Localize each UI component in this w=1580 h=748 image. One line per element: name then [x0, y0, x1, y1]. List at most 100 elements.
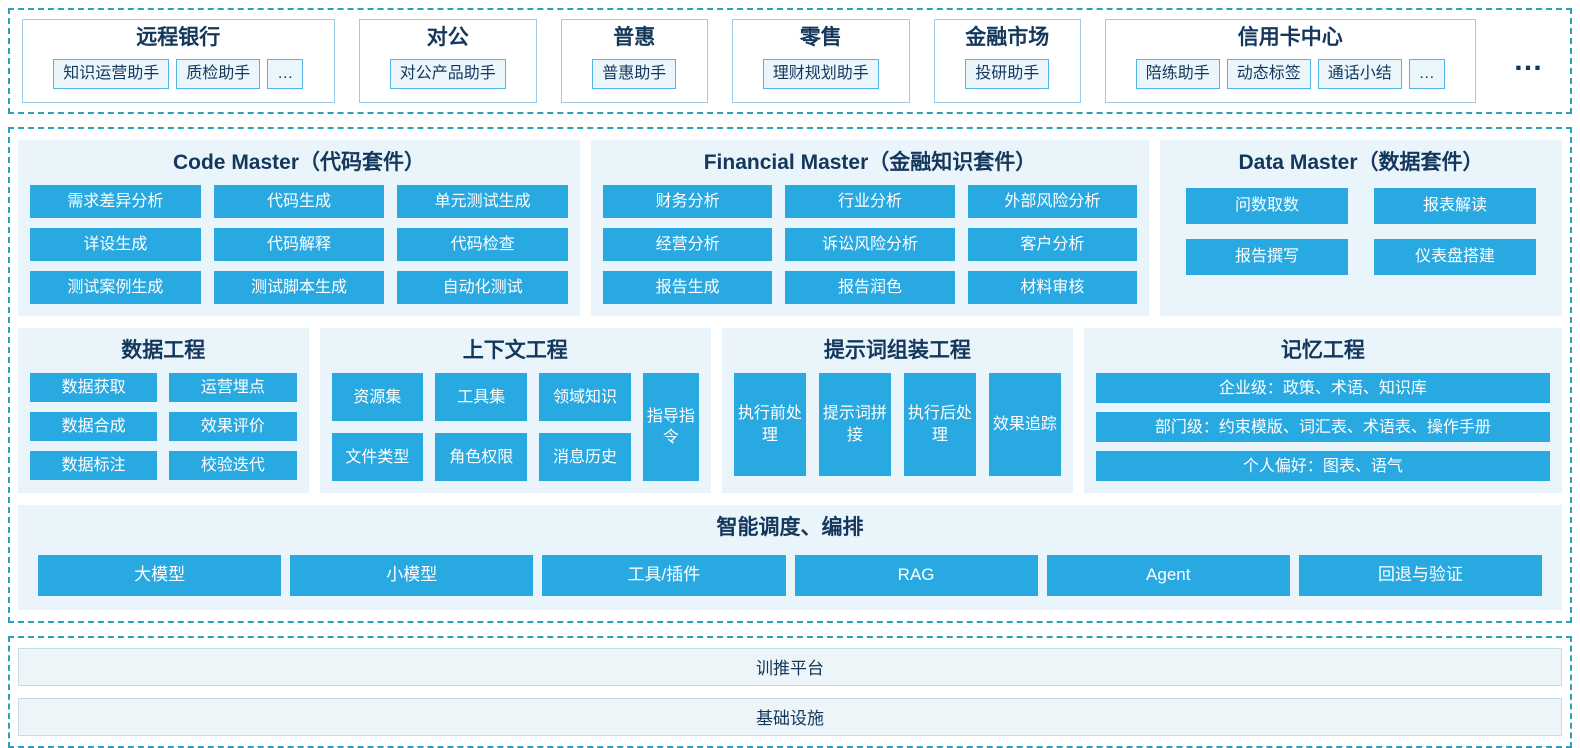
capability-tile-tall: 执行前处理	[733, 373, 806, 477]
assistant-chip: 质检助手	[176, 59, 261, 90]
unit-credit-card-center: 信用卡中心 陪练助手 动态标签 通话小结 …	[1104, 19, 1477, 103]
panel-title: 上下文工程	[462, 339, 568, 363]
capability-tile: 代码生成	[213, 185, 385, 219]
capability-tile: 材料审核	[967, 271, 1137, 305]
panel-title: 智能调度、编排	[716, 516, 864, 540]
capability-tile: 数据合成	[30, 412, 158, 442]
capability-tile: 效果评价	[169, 412, 297, 442]
capability-tile: 资源集	[331, 373, 424, 422]
capability-tile: 经营分析	[603, 228, 773, 262]
unit-title: 远程银行	[136, 26, 221, 49]
panel-financial-master: Financial Master（金融知识套件） 财务分析 行业分析 外部风险分…	[591, 140, 1149, 317]
chip-row: 陪练助手 动态标签 通话小结 …	[1135, 59, 1445, 90]
tile-grid: 执行前处理 提示词拼接 执行后处理 效果追踪	[733, 373, 1061, 481]
suites-row: Code Master（代码套件） 需求差异分析 代码生成 单元测试生成 详设生…	[18, 140, 1562, 317]
capability-tile: 报告撰写	[1186, 239, 1348, 276]
tile-grid: 问数取数 报表解读 报告撰写 仪表盘搭建	[1172, 185, 1550, 304]
business-units-section: 远程银行 知识运营助手 质检助手 … 对公 对公产品助手 普惠 普惠助手 零售 …	[8, 8, 1572, 114]
panel-data-master: Data Master（数据套件） 问数取数 报表解读 报告撰写 仪表盘搭建	[1160, 140, 1562, 317]
capability-tile: 测试脚本生成	[213, 271, 385, 305]
panel-title: 数据工程	[121, 339, 206, 363]
memory-level-bar: 部门级：约束模版、词汇表、术语表、操作手册	[1095, 412, 1550, 443]
assistant-chip: 普惠助手	[592, 59, 677, 90]
chip-row: 普惠助手	[592, 59, 677, 90]
architecture-diagram: 远程银行 知识运营助手 质检助手 … 对公 对公产品助手 普惠 普惠助手 零售 …	[8, 8, 1572, 748]
chip-row: 投研助手	[965, 59, 1050, 90]
panel-title: Data Master（数据套件）	[1238, 151, 1484, 174]
capability-tile: 消息历史	[539, 433, 631, 482]
capability-tile: 仪表盘搭建	[1374, 239, 1536, 276]
capability-tile: 代码解释	[213, 228, 385, 262]
unit-title: 对公	[426, 26, 469, 49]
orchestration-tile: RAG	[794, 554, 1038, 596]
ellipsis-chip: …	[267, 59, 304, 90]
orchestration-tile: 工具/插件	[542, 554, 786, 596]
capability-tile: 文件类型	[331, 433, 424, 482]
memory-level-bar: 企业级：政策、术语、知识库	[1095, 373, 1550, 404]
capability-tile: 报告润色	[785, 271, 955, 305]
panel-data-engineering: 数据工程 数据获取 运营埋点 数据合成 效果评价 数据标注 校验迭代	[18, 328, 309, 494]
capability-tile: 测试案例生成	[30, 271, 201, 305]
capability-tile: 需求差异分析	[30, 185, 201, 219]
unit-remote-banking: 远程银行 知识运营助手 质检助手 …	[22, 19, 335, 103]
more-units-ellipsis: …	[1513, 44, 1546, 77]
capability-tile: 校验迭代	[169, 451, 297, 481]
panel-title: Financial Master（金融知识套件）	[703, 151, 1037, 174]
unit-title: 普惠	[613, 26, 656, 49]
chip-row: 知识运营助手 质检助手 …	[53, 59, 304, 90]
assistant-chip: 陪练助手	[1135, 59, 1220, 90]
orchestration-tile: 大模型	[38, 554, 282, 596]
tile-grid: 数据获取 运营埋点 数据合成 效果评价 数据标注 校验迭代	[30, 373, 297, 481]
chip-row: 理财规划助手	[762, 59, 879, 90]
unit-inclusive-finance: 普惠 普惠助手	[561, 19, 708, 103]
capability-tile-tall: 执行后处理	[903, 373, 976, 477]
unit-title: 金融市场	[965, 26, 1050, 49]
training-inference-platform-bar: 训推平台	[18, 647, 1562, 686]
memory-level-bar: 个人偏好：图表、语气	[1095, 451, 1550, 482]
capability-tile: 单元测试生成	[397, 185, 568, 219]
capability-tile: 数据标注	[30, 451, 158, 481]
platform-section: 训推平台 基础设施	[8, 635, 1572, 748]
assistant-chip: 投研助手	[965, 59, 1050, 90]
panel-title: 记忆工程	[1280, 339, 1365, 363]
panel-prompt-assembly-engineering: 提示词组装工程 执行前处理 提示词拼接 执行后处理 效果追踪	[721, 328, 1073, 494]
capability-tile: 行业分析	[785, 185, 955, 219]
orchestration-tile: 小模型	[290, 554, 534, 596]
assistant-chip: 通话小结	[1317, 59, 1402, 90]
capability-tile: 财务分析	[603, 185, 773, 219]
tile-grid: 大模型 小模型 工具/插件 RAG Agent 回退与验证	[30, 551, 1550, 596]
capability-tile-tall: 提示词拼接	[818, 373, 891, 477]
capability-tile: 运营埋点	[169, 373, 297, 403]
capability-tile: 代码检查	[397, 228, 568, 262]
unit-financial-markets: 金融市场 投研助手	[934, 19, 1081, 103]
capability-tile: 详设生成	[30, 228, 201, 262]
capability-tile: 角色权限	[435, 433, 528, 482]
assistant-chip: 知识运营助手	[53, 59, 170, 90]
tile-grid: 财务分析 行业分析 外部风险分析 经营分析 诉讼风险分析 客户分析 报告生成 报…	[603, 185, 1137, 305]
panel-title: Code Master（代码套件）	[172, 151, 426, 174]
panel-context-engineering: 上下文工程 资源集 工具集 领域知识 指导指令 文件类型 角色权限 消息历史	[319, 328, 711, 494]
orchestration-tile: Agent	[1046, 554, 1290, 596]
unit-corporate: 对公 对公产品助手	[358, 19, 538, 103]
capability-tile: 客户分析	[967, 228, 1137, 262]
orchestration-tile: 回退与验证	[1298, 554, 1543, 596]
unit-title: 信用卡中心	[1237, 26, 1343, 49]
tile-grid: 企业级：政策、术语、知识库 部门级：约束模版、词汇表、术语表、操作手册 个人偏好…	[1095, 373, 1550, 482]
assistant-chip: 理财规划助手	[762, 59, 879, 90]
panel-orchestration: 智能调度、编排 大模型 小模型 工具/插件 RAG Agent 回退与验证	[18, 505, 1562, 610]
assistant-chip: 对公产品助手	[389, 59, 506, 90]
capability-tile: 报告生成	[603, 271, 773, 305]
capability-tile: 数据获取	[30, 373, 158, 403]
capability-tile-tall: 效果追踪	[988, 373, 1061, 477]
capability-tile: 自动化测试	[397, 271, 568, 305]
capability-tile: 工具集	[435, 373, 528, 422]
panel-title: 提示词组装工程	[823, 339, 971, 363]
chip-row: 对公产品助手	[389, 59, 506, 90]
capability-tile: 报表解读	[1374, 188, 1536, 225]
capability-tile: 外部风险分析	[967, 185, 1137, 219]
tile-grid: 资源集 工具集 领域知识 指导指令 文件类型 角色权限 消息历史	[331, 373, 699, 482]
capability-section: Code Master（代码套件） 需求差异分析 代码生成 单元测试生成 详设生…	[8, 127, 1572, 623]
engineering-row: 数据工程 数据获取 运营埋点 数据合成 效果评价 数据标注 校验迭代 上下文工程…	[18, 328, 1562, 494]
capability-tile-tall: 指导指令	[642, 373, 699, 482]
capability-tile: 问数取数	[1186, 188, 1348, 225]
